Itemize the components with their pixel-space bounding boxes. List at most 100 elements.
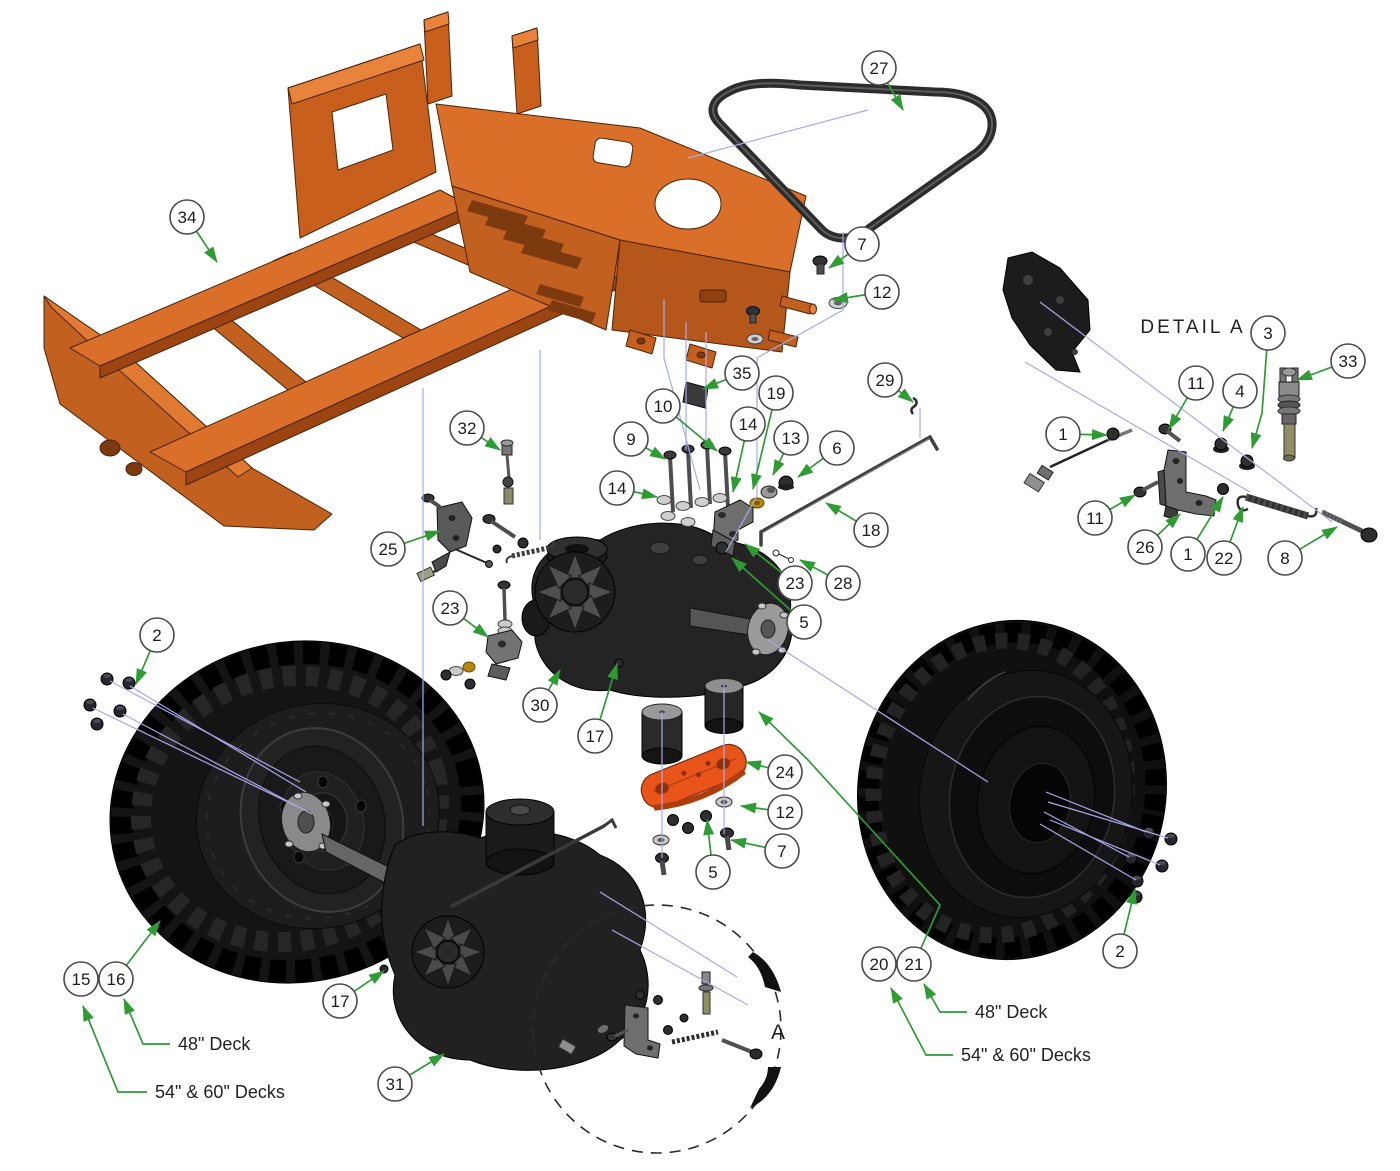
callout-34: 34 bbox=[169, 199, 205, 235]
shim-plate-35 bbox=[682, 381, 709, 409]
leader-line-32 bbox=[480, 436, 501, 451]
deck-label-2: 48" Deck bbox=[975, 1002, 1048, 1022]
leader-line-24 bbox=[745, 760, 769, 772]
leader-line-18 bbox=[825, 502, 857, 522]
leader-line-33 bbox=[1296, 366, 1333, 381]
callout-number: 16 bbox=[107, 970, 126, 989]
callout-33: 33 bbox=[1330, 343, 1366, 379]
callout-number: 4 bbox=[1235, 382, 1244, 401]
callout-2: 2 bbox=[139, 617, 175, 653]
callout-number: 34 bbox=[178, 208, 197, 227]
callout-number: 25 bbox=[379, 540, 398, 559]
leader-line-2 bbox=[1123, 888, 1137, 935]
leader-line-23 bbox=[462, 617, 489, 638]
callout-number: 14 bbox=[608, 479, 627, 498]
nut-1-lower bbox=[1217, 483, 1229, 495]
callout-19: 19 bbox=[758, 375, 794, 411]
deck-label-leader-0 bbox=[123, 998, 170, 1045]
transaxle-lower bbox=[281, 791, 649, 1071]
leader-line-16 bbox=[125, 920, 161, 966]
leader-line-14 bbox=[730, 440, 746, 493]
callout-3: 3 bbox=[1250, 315, 1286, 351]
callout-number: 6 bbox=[832, 439, 841, 458]
callout-4: 4 bbox=[1222, 373, 1258, 409]
deck-label-0: 48" Deck bbox=[178, 1034, 251, 1054]
leader-line-26 bbox=[1156, 513, 1181, 536]
leader-line-6 bbox=[797, 457, 824, 478]
callout-11: 11 bbox=[1178, 365, 1214, 401]
callout-number: 2 bbox=[1115, 942, 1124, 961]
callout-number: 3 bbox=[1263, 324, 1272, 343]
callout-17: 17 bbox=[322, 983, 358, 1019]
callout-29: 29 bbox=[867, 362, 903, 398]
callout-number: 8 bbox=[1280, 549, 1289, 568]
cable-linkage-32 bbox=[500, 439, 514, 505]
transaxle-upper bbox=[521, 522, 793, 698]
leader-line-27 bbox=[886, 82, 904, 111]
leader-line-7 bbox=[828, 253, 849, 269]
callout-number: 13 bbox=[782, 429, 801, 448]
leader-line-22 bbox=[1229, 506, 1244, 543]
callout-22: 22 bbox=[1206, 540, 1242, 576]
callout-14: 14 bbox=[730, 406, 766, 442]
callout-number: 9 bbox=[626, 430, 635, 449]
adjuster-33 bbox=[1277, 367, 1301, 462]
deck-label-leader-3 bbox=[890, 987, 953, 1056]
callout-number: 18 bbox=[862, 521, 881, 540]
callout-1: 1 bbox=[1170, 536, 1206, 572]
callout-number: 17 bbox=[331, 992, 350, 1011]
leader-line-5 bbox=[703, 819, 715, 856]
leader-line-5 bbox=[731, 557, 792, 612]
leader-line-28 bbox=[799, 559, 829, 576]
callout-number: 1 bbox=[1183, 545, 1192, 564]
callout-number: 24 bbox=[776, 763, 795, 782]
leader-line-12 bbox=[740, 802, 769, 814]
trunnion-yoke-left bbox=[440, 580, 523, 690]
callout-number: 11 bbox=[1187, 374, 1205, 393]
callout-25: 25 bbox=[370, 531, 406, 567]
leader-line-29 bbox=[897, 388, 914, 403]
callout-26: 26 bbox=[1127, 529, 1163, 565]
lug-nuts-left bbox=[83, 672, 136, 731]
spring-22 bbox=[1236, 493, 1318, 520]
callout-number: 31 bbox=[386, 1075, 405, 1094]
clip-29 bbox=[910, 396, 918, 415]
leader-line-12 bbox=[832, 292, 866, 304]
assembly-lines bbox=[92, 109, 1333, 1006]
detail-a-parts bbox=[1002, 251, 1378, 543]
leader-line-13 bbox=[772, 452, 785, 476]
leader-line-11 bbox=[1109, 494, 1136, 511]
callout-number: 15 bbox=[72, 970, 91, 989]
leader-line-11 bbox=[1168, 397, 1189, 430]
lug-nuts-right bbox=[1124, 826, 1178, 904]
callout-number: 33 bbox=[1339, 352, 1358, 371]
cooling-fan-upper bbox=[534, 551, 616, 633]
right-tire-wheel bbox=[856, 619, 1168, 961]
callout-13: 13 bbox=[773, 420, 809, 456]
leader-line-17 bbox=[353, 970, 385, 993]
callout-21: 21 bbox=[896, 946, 932, 982]
callout-10: 10 bbox=[645, 388, 681, 424]
callout-number: 22 bbox=[1215, 549, 1234, 568]
callout-5: 5 bbox=[695, 854, 731, 890]
leader-line-2 bbox=[135, 650, 152, 685]
detail-view-circle bbox=[532, 904, 782, 1154]
bellcrank-bracket-26 bbox=[1157, 449, 1217, 521]
leader-line-21 bbox=[758, 711, 942, 949]
leader-line-3 bbox=[1250, 349, 1268, 449]
callout-32: 32 bbox=[449, 410, 485, 446]
callout-number: 23 bbox=[786, 574, 805, 593]
callout-7: 7 bbox=[764, 833, 800, 869]
leader-line-31 bbox=[409, 1053, 445, 1076]
callout-6: 6 bbox=[819, 430, 855, 466]
callout-30: 30 bbox=[522, 687, 558, 723]
leader-line-35 bbox=[702, 378, 727, 390]
leader-line-34 bbox=[195, 230, 218, 263]
callout-17: 17 bbox=[577, 718, 613, 754]
axle-hub-lower bbox=[281, 791, 331, 853]
callout-9: 9 bbox=[613, 421, 649, 457]
flange-nut-5 bbox=[715, 541, 729, 555]
